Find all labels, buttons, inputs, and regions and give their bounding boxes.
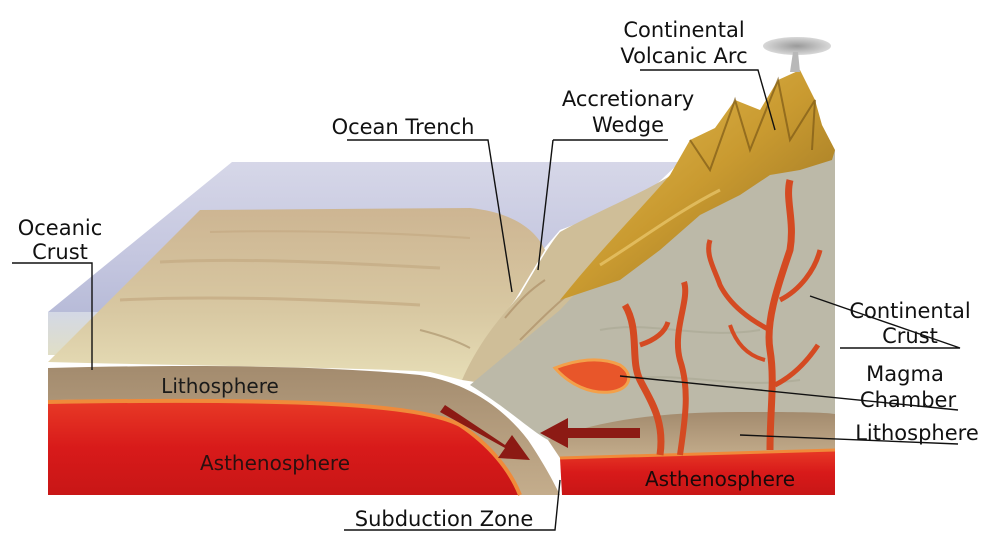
labels: Continental Volcanic Arc Accretionary We… [18,18,979,531]
left-arrow-icon [540,418,640,448]
label-continental-crust-1: Continental [849,299,970,323]
label-magma-chamber-1: Magma [866,362,944,386]
label-continental-volcanic-arc-1: Continental [623,18,744,42]
label-accretionary-wedge-2: Wedge [592,113,664,137]
sea-floor [48,208,545,380]
leader-lines [12,69,961,531]
volcanic-arc-mountains [560,37,835,300]
label-asthenosphere-right: Asthenosphere [645,467,795,491]
magma-system [552,179,823,456]
plate-motion-arrows [440,405,640,460]
label-continental-crust-2: Crust [882,324,938,348]
asthenosphere-layers [47,398,836,496]
label-accretionary-wedge-1: Accretionary [562,87,694,111]
lithosphere-layers [48,366,835,495]
label-magma-chamber-2: Chamber [860,388,957,412]
label-lithosphere-right: Lithosphere [855,421,979,445]
label-continental-volcanic-arc-2: Volcanic Arc [620,44,747,68]
label-lithosphere-left: Lithosphere [161,374,279,398]
label-oceanic-crust-2: Crust [32,240,88,264]
subduction-arrow-icon [440,405,530,460]
ash-cloud-icon [763,37,831,55]
label-asthenosphere-left: Asthenosphere [200,451,350,475]
label-subduction-zone: Subduction Zone [355,507,534,531]
label-ocean-trench: Ocean Trench [332,115,475,139]
label-oceanic-crust-1: Oceanic [18,216,103,240]
